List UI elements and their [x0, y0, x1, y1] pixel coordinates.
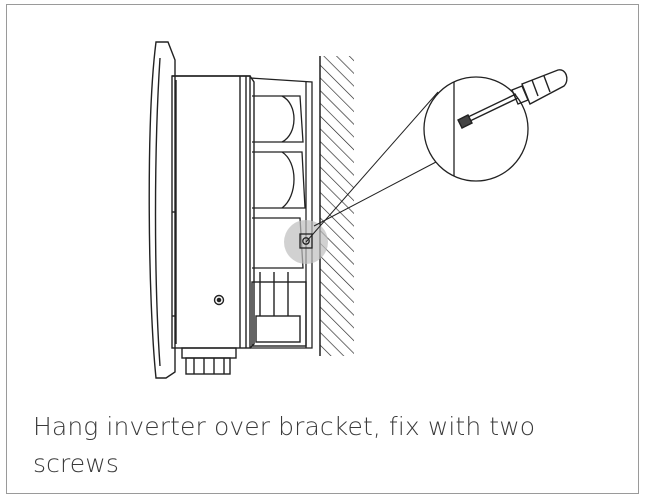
screwdriver-icon: [457, 69, 568, 129]
mounting-diagram: [148, 41, 568, 379]
callout-leader: [305, 91, 439, 243]
caption-text: Hang inverter over bracket, fix with two…: [33, 412, 536, 478]
detail-callout: [423, 76, 529, 182]
inverter-icon: [148, 41, 307, 379]
wall: [319, 56, 354, 356]
